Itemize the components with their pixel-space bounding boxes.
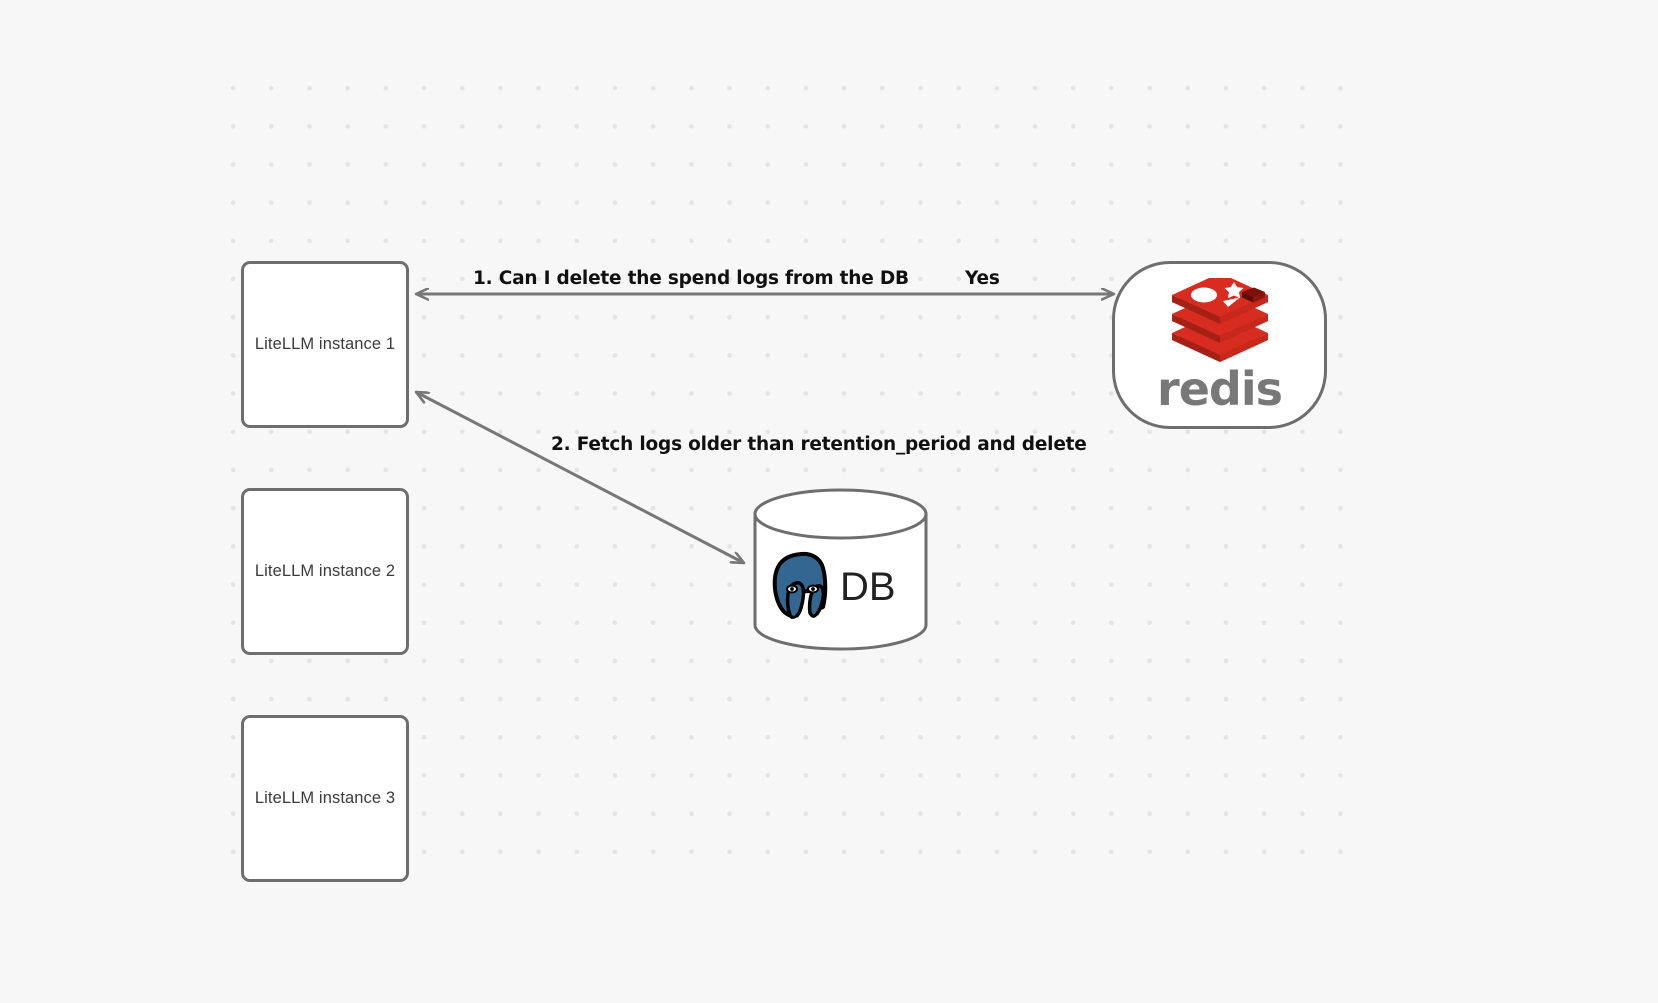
- node-litellm-instance-1-label: LiteLLM instance 1: [254, 335, 396, 353]
- edge-label-request: 1. Can I delete the spend logs from the …: [473, 268, 909, 289]
- node-litellm-instance-2[interactable]: LiteLLM instance 2: [241, 488, 409, 655]
- redis-wordmark-label: redis: [1157, 362, 1283, 416]
- node-redis[interactable]: redis: [1112, 261, 1327, 429]
- edge-label-fetch-delete: 2. Fetch logs older than retention_perio…: [551, 434, 1087, 455]
- redis-stack-icon: [1171, 273, 1268, 362]
- postgresql-elephant-icon: [766, 549, 844, 623]
- node-database[interactable]: DB: [752, 487, 929, 652]
- node-litellm-instance-2-label: LiteLLM instance 2: [254, 562, 396, 580]
- node-litellm-instance-3-label: LiteLLM instance 3: [254, 789, 396, 807]
- edge-label-reply: Yes: [965, 268, 1000, 289]
- node-litellm-instance-3[interactable]: LiteLLM instance 3: [241, 715, 409, 882]
- node-litellm-instance-1[interactable]: LiteLLM instance 1: [241, 261, 409, 428]
- postgresql-logo-icon: [771, 550, 829, 622]
- edge-litellm1-database: [416, 390, 744, 565]
- redis-logo-icon: [1168, 273, 1272, 364]
- database-label: DB: [840, 565, 896, 609]
